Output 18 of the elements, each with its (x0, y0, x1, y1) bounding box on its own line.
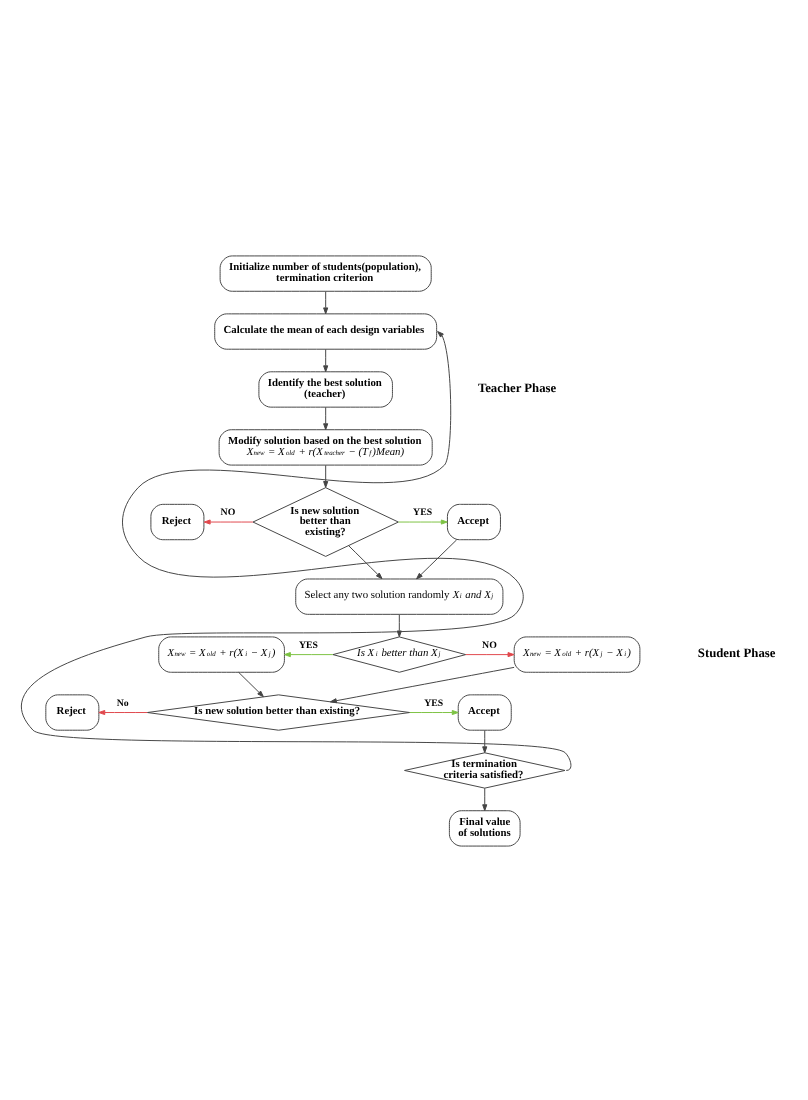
arrow (465, 651, 515, 657)
arrow (398, 518, 448, 524)
arrow (329, 665, 515, 703)
arrow (482, 728, 488, 753)
arrow (396, 612, 402, 637)
arrow (323, 405, 329, 430)
arrow (323, 463, 329, 487)
arrow (20, 330, 572, 770)
arrow (323, 347, 329, 372)
arrow (238, 670, 264, 697)
arrow (409, 709, 459, 715)
arrow (203, 518, 254, 524)
arrow (98, 709, 148, 715)
arrow (323, 289, 329, 314)
arrow (348, 544, 383, 579)
arrow (284, 651, 334, 657)
arrow (482, 786, 488, 811)
arrow (416, 538, 458, 579)
